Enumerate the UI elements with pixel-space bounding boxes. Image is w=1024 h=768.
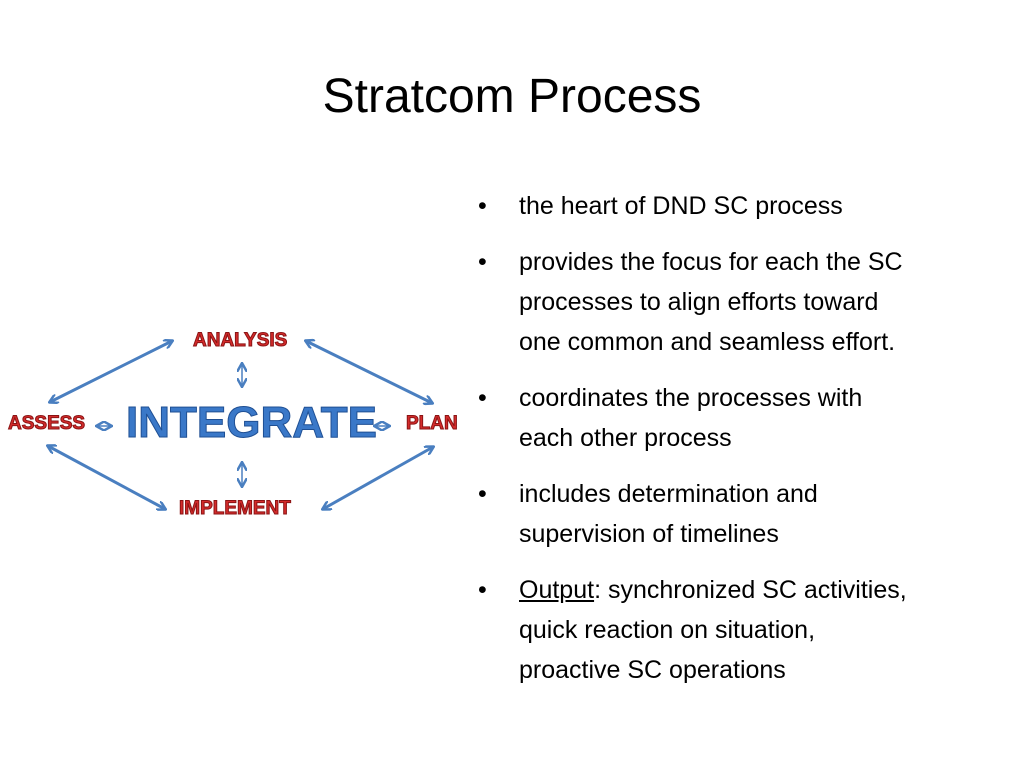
bullet-text: Output: synchronized SC activities, quic…: [519, 570, 1018, 690]
bullet-marker: •: [478, 248, 487, 276]
node-assess: ASSESS: [7, 413, 86, 435]
bullet-item: • includes determination and supervision…: [478, 474, 1018, 554]
bullet-text: the heart of DND SC process: [519, 192, 843, 220]
output-label: Output: [519, 576, 595, 604]
bullet-marker: •: [478, 384, 487, 412]
bullet-item: • the heart of DND SC process: [478, 186, 1018, 226]
arrow-analysis-plan: [306, 341, 432, 403]
bullet-text: includes determination and supervision o…: [519, 480, 818, 548]
diagram-arrows: [0, 310, 480, 540]
process-diagram: ANALYSIS ASSESS PLAN IMPLEMENT INTEGRATE: [0, 310, 480, 540]
node-analysis: ANALYSIS: [192, 330, 288, 352]
arrow-assess-analysis: [50, 341, 172, 402]
bullet-text: coordinates the processes with each othe…: [519, 384, 863, 452]
bullet-item-output: • Output: synchronized SC activities, qu…: [478, 570, 1018, 690]
node-plan: PLAN: [406, 413, 459, 435]
node-implement: IMPLEMENT: [179, 498, 292, 520]
slide-title: Stratcom Process: [322, 70, 702, 123]
bullet-marker: •: [478, 192, 487, 220]
bullet-list: • the heart of DND SC process • provides…: [478, 186, 1018, 706]
node-integrate: INTEGRATE: [126, 398, 378, 448]
output-text: : synchronized SC activities, quick reac…: [519, 576, 907, 684]
arrow-assess-implement: [48, 446, 165, 509]
bullet-item: • coordinates the processes with each ot…: [478, 378, 1018, 458]
bullet-text: provides the focus for each the SC proce…: [519, 248, 903, 356]
bullet-marker: •: [478, 480, 487, 508]
bullet-marker: •: [478, 576, 487, 604]
arrow-implement-plan: [323, 447, 433, 509]
bullet-item: • provides the focus for each the SC pro…: [478, 242, 1018, 362]
